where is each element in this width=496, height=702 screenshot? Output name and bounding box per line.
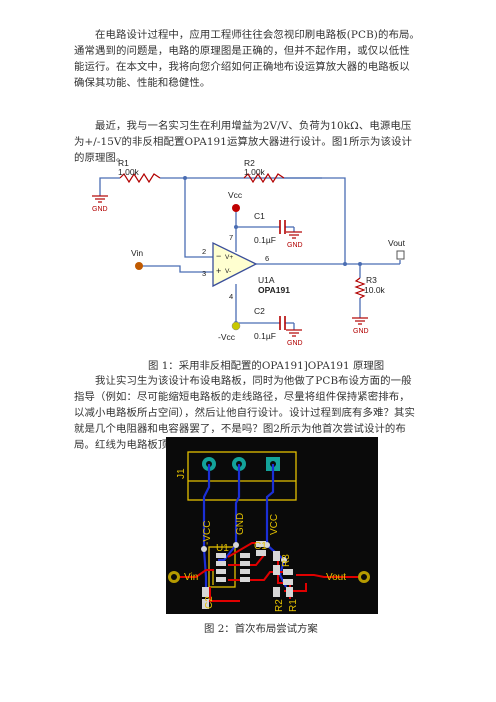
gnd-label-c1: GND [287,242,303,249]
figure1-caption: 图 1：采用非反相配置的OPA191]OPA191 原理图 [148,360,385,372]
c1-silk-label: C1 [254,541,267,552]
paragraph-intro: 在电路设计过程中，应用工程师往往会忽视印刷电路板(PCB)的布局。通常遇到的问题… [74,29,420,89]
r1-silk-label: R1 [288,599,299,612]
r2-value: 1.00k [244,167,266,177]
inverting-sign: − [216,251,221,261]
gnd-label-r1: GND [92,206,108,213]
c2-value: 0.1µF [254,331,276,341]
pin6-label: 6 [265,254,269,263]
r2-name: R2 [244,158,255,168]
pin2-label: 2 [202,247,206,256]
r2-silk-label: R2 [274,599,285,612]
neg-vcc-label: -Vcc [218,332,236,342]
c1-name: C1 [254,211,265,221]
r1-value: 1.00k [118,167,140,177]
paragraph-design: 最近，我与一名实习生在利用增益为2V/V、负荷为10kΩ、电源电压为+/-15V… [74,120,413,164]
noninverting-sign: + [216,266,221,276]
vout-terminal-icon [396,250,405,260]
r3-silk-label: R3 [281,554,292,567]
gnd-label-c2: GND [287,340,303,347]
paragraph-layout: 我让实习生为该设计布设电路板，同时为他做了PCB布设方面的一般指导（例如：尽可能… [74,375,415,451]
vin-label: Vin [131,248,143,258]
r3-name: R3 [366,275,377,285]
vcc-silk-label: VCC [269,514,280,535]
vcc-label: Vcc [228,190,243,200]
r3-value: 10.0k [364,285,386,295]
pin7-label: 7 [229,233,233,242]
pcb-layout-figure: J1 -VCC GND VCC U1 C1 C2 R3 R2 R1 Vin Vo… [166,437,378,614]
vminus-label: V- [225,268,231,275]
neg-vcc-silk-label: -VCC [202,521,213,545]
c2-silk-label: C2 [204,596,215,609]
vout-label: Vout [388,238,406,248]
vplus-label: V+ [225,254,233,261]
vin-terminal-icon [135,262,143,270]
neg-vcc-terminal-icon [231,321,241,331]
pin4-label: 4 [229,292,233,301]
vout-silk-label: Vout [326,572,346,583]
opamp-part-label: OPA191 [258,285,290,295]
j1-label: J1 [176,468,187,479]
gnd-label-r3: GND [353,328,369,335]
vin-silk-label: Vin [184,572,198,583]
vcc-terminal-icon [232,204,240,212]
opamp-symbol [212,241,258,288]
u1-silk-label: U1 [216,543,229,554]
r1-name: R1 [118,158,129,168]
opamp-ref-label: U1A [258,275,275,285]
pin3-label: 3 [202,269,206,278]
c2-name: C2 [254,306,265,316]
gnd-silk-label: GND [235,513,246,535]
c1-value: 0.1µF [254,235,276,245]
figure2-caption: 图 2：首次布局尝试方案 [204,623,318,635]
